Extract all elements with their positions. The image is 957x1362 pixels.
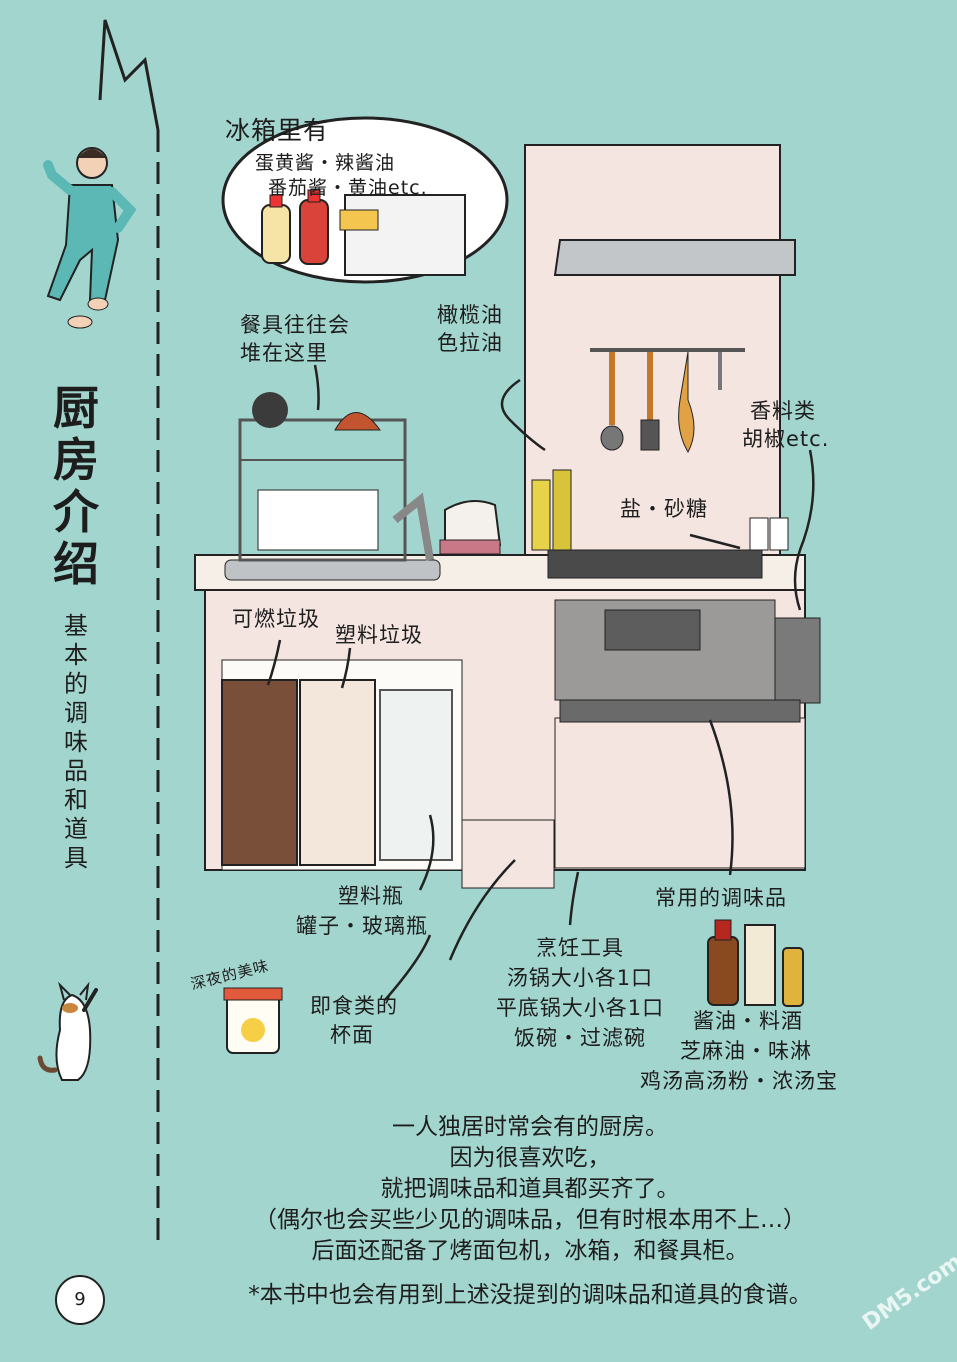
utensils-icon <box>600 351 722 454</box>
bottles-line1: 塑料瓶 <box>338 884 404 908</box>
instant-line2: 杯面 <box>330 1023 374 1047</box>
pointer-arrows <box>266 364 815 1001</box>
man-figure-icon <box>43 147 137 329</box>
description-line: 后面还配备了烤面包机，冰箱，和餐具柜。 <box>311 1238 749 1264</box>
spice-line2: 胡椒etc. <box>742 427 830 451</box>
spice-line1: 香料类 <box>750 399 816 423</box>
description-block: 一人独居时常会有的厨房。 因为很喜欢吃， 就把调味品和道具都买齐了。 （偶尔也会… <box>190 1112 870 1267</box>
description-line: 因为很喜欢吃， <box>449 1145 611 1171</box>
seasoning-bottles-icon <box>707 919 804 1007</box>
fridge-line1: 蛋黄酱・辣酱油 <box>255 152 396 174</box>
description-line: 就把调味品和道具都买齐了。 <box>380 1176 680 1202</box>
instant-line1: 即食类的 <box>310 994 398 1018</box>
seasoning-line3: 鸡汤高汤粉・浓汤宝 <box>640 1069 838 1093</box>
dishes-line2: 堆在这里 <box>240 341 328 365</box>
gas-stove <box>547 549 763 579</box>
section-subtitle: 基本的调味品和道具 <box>64 612 88 872</box>
seasoning-line2: 芝麻油・味淋 <box>680 1039 812 1063</box>
page-number: 9 <box>55 1275 105 1325</box>
seasoning-line1: 酱油・料酒 <box>693 1009 803 1033</box>
plastic-trash-bin <box>299 679 376 866</box>
oil-line2: 色拉油 <box>437 331 503 355</box>
plastic-trash-label: 塑料垃圾 <box>335 623 423 647</box>
section-title: 厨房介绍 <box>53 381 99 591</box>
description-line: （偶尔也会买些少见的调味品，但有时根本用不上…） <box>254 1207 806 1233</box>
cat-figure-icon <box>37 981 98 1081</box>
dishes-line1: 餐具往往会 <box>240 313 350 337</box>
cookware-line2: 汤锅大小各1口 <box>506 966 654 990</box>
fridge-line2: 番茄酱・黄油etc. <box>268 177 428 199</box>
range-hood <box>553 239 796 276</box>
dish-rack <box>238 418 407 562</box>
cookware-line3: 平底锅大小各1口 <box>495 996 665 1020</box>
bottle-bags <box>379 689 453 861</box>
salt-sugar-label: 盐・砂糖 <box>620 497 708 521</box>
oil-line1: 橄榄油 <box>437 303 503 327</box>
seasoning-title: 常用的调味品 <box>655 886 787 910</box>
cookware-line1: 烹饪工具 <box>536 936 624 960</box>
cookware-line4: 饭碗・过滤碗 <box>514 1026 646 1050</box>
divider-peak <box>98 19 160 131</box>
fridge-bubble <box>221 116 509 284</box>
description-line: 一人独居时常会有的厨房。 <box>392 1114 668 1140</box>
burnable-trash-label: 可燃垃圾 <box>232 607 320 631</box>
footnote: *本书中也会有用到上述没提到的调味品和道具的食谱。 <box>248 1282 812 1308</box>
fridge-title: 冰箱里有 <box>225 116 330 145</box>
bottles-line2: 罐子・玻璃瓶 <box>296 914 428 938</box>
burnable-trash-bin <box>221 679 298 866</box>
cup-noodle-icon <box>223 987 283 1054</box>
